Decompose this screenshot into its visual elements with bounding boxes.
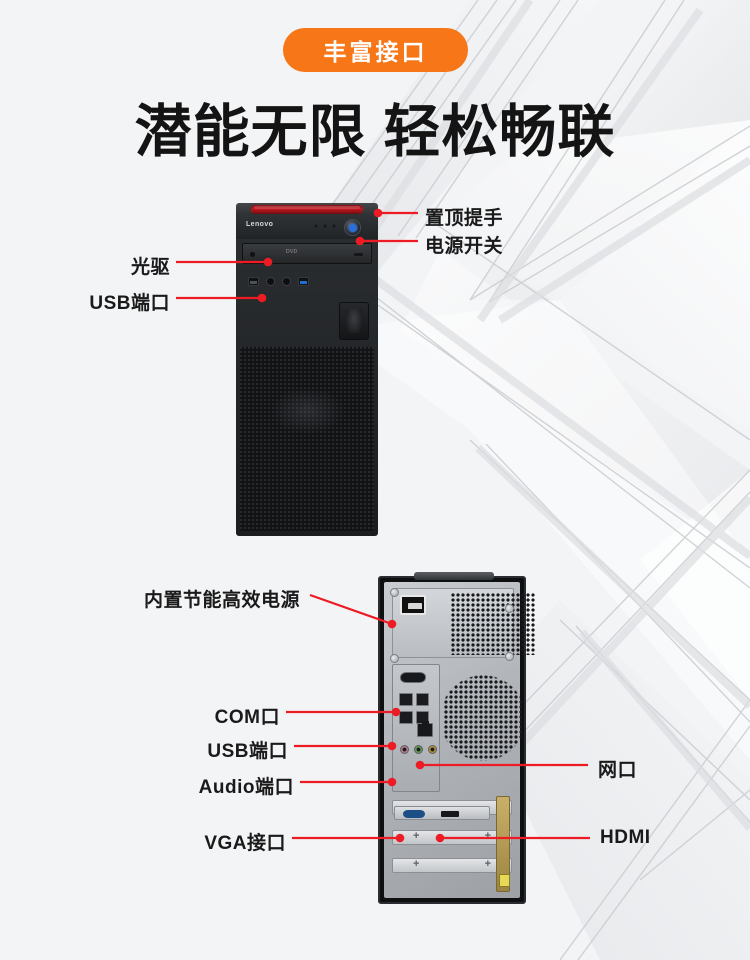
tower-front-image: Lenovo DVD — [236, 203, 378, 536]
screw-icon — [390, 654, 399, 663]
label-lan-port: 网口 — [598, 760, 638, 781]
headphone-jack-icon — [266, 277, 275, 286]
graphics-card-bracket — [394, 806, 490, 820]
top-handle-graphic — [251, 205, 363, 214]
ac-power-inlet — [400, 595, 426, 615]
front-mesh-grille — [240, 347, 374, 531]
tower-top-panel — [236, 203, 378, 216]
power-button-graphic — [344, 219, 361, 236]
tower-front-bezel: Lenovo — [236, 215, 378, 239]
label-com-port: COM口 — [214, 707, 280, 728]
rear-handle-graphic — [414, 572, 494, 580]
status-leds — [314, 224, 336, 228]
screw-icon — [505, 604, 514, 613]
vga-connector — [403, 810, 425, 818]
expansion-slot-cover — [392, 830, 512, 845]
cpu-fan-vent — [444, 670, 522, 766]
usb-port-icon — [248, 277, 259, 286]
section-badge-label: 丰富接口 — [323, 39, 428, 65]
label-audio-port: Audio端口 — [198, 777, 294, 798]
psu-vent-grille — [451, 593, 535, 655]
section-badge: 丰富接口 — [283, 28, 468, 72]
expansion-slot-cover — [392, 858, 512, 873]
label-top-handle: 置顶提手 — [425, 208, 504, 229]
mic-jack-icon — [282, 277, 291, 286]
usb3-port-icon — [298, 277, 309, 286]
tower-body: DVD — [236, 239, 378, 536]
dvd-label: DVD — [286, 249, 298, 255]
audio-jacks — [400, 745, 437, 754]
optical-drive-graphic: DVD — [242, 243, 372, 264]
pci-bracket — [496, 796, 510, 892]
label-vga-port: VGA接口 — [204, 833, 286, 854]
label-hdmi-port: HDMI — [600, 827, 651, 848]
screw-icon — [505, 652, 514, 661]
label-usb-port-rear: USB端口 — [207, 741, 288, 762]
front-panel-recess — [339, 302, 369, 340]
label-power-supply: 内置节能高效电源 — [143, 590, 300, 611]
label-optical-drive: 光驱 — [130, 257, 170, 278]
io-shield — [392, 664, 440, 792]
screw-icon — [390, 588, 399, 597]
label-usb-ports-front: USB端口 — [89, 293, 170, 314]
usb-port-pair-upper — [399, 693, 429, 706]
serial-com-port — [399, 672, 427, 683]
eject-button-icon — [354, 253, 363, 256]
tower-rear-image — [378, 572, 535, 904]
hdmi-connector — [441, 811, 459, 817]
page-title: 潜能无限 轻松畅联 — [134, 100, 616, 164]
rear-panel — [384, 582, 535, 898]
lenovo-logo: Lenovo — [246, 221, 274, 228]
front-io-ports — [248, 277, 309, 286]
label-power-switch: 电源开关 — [425, 236, 504, 257]
ethernet-port — [417, 721, 433, 737]
